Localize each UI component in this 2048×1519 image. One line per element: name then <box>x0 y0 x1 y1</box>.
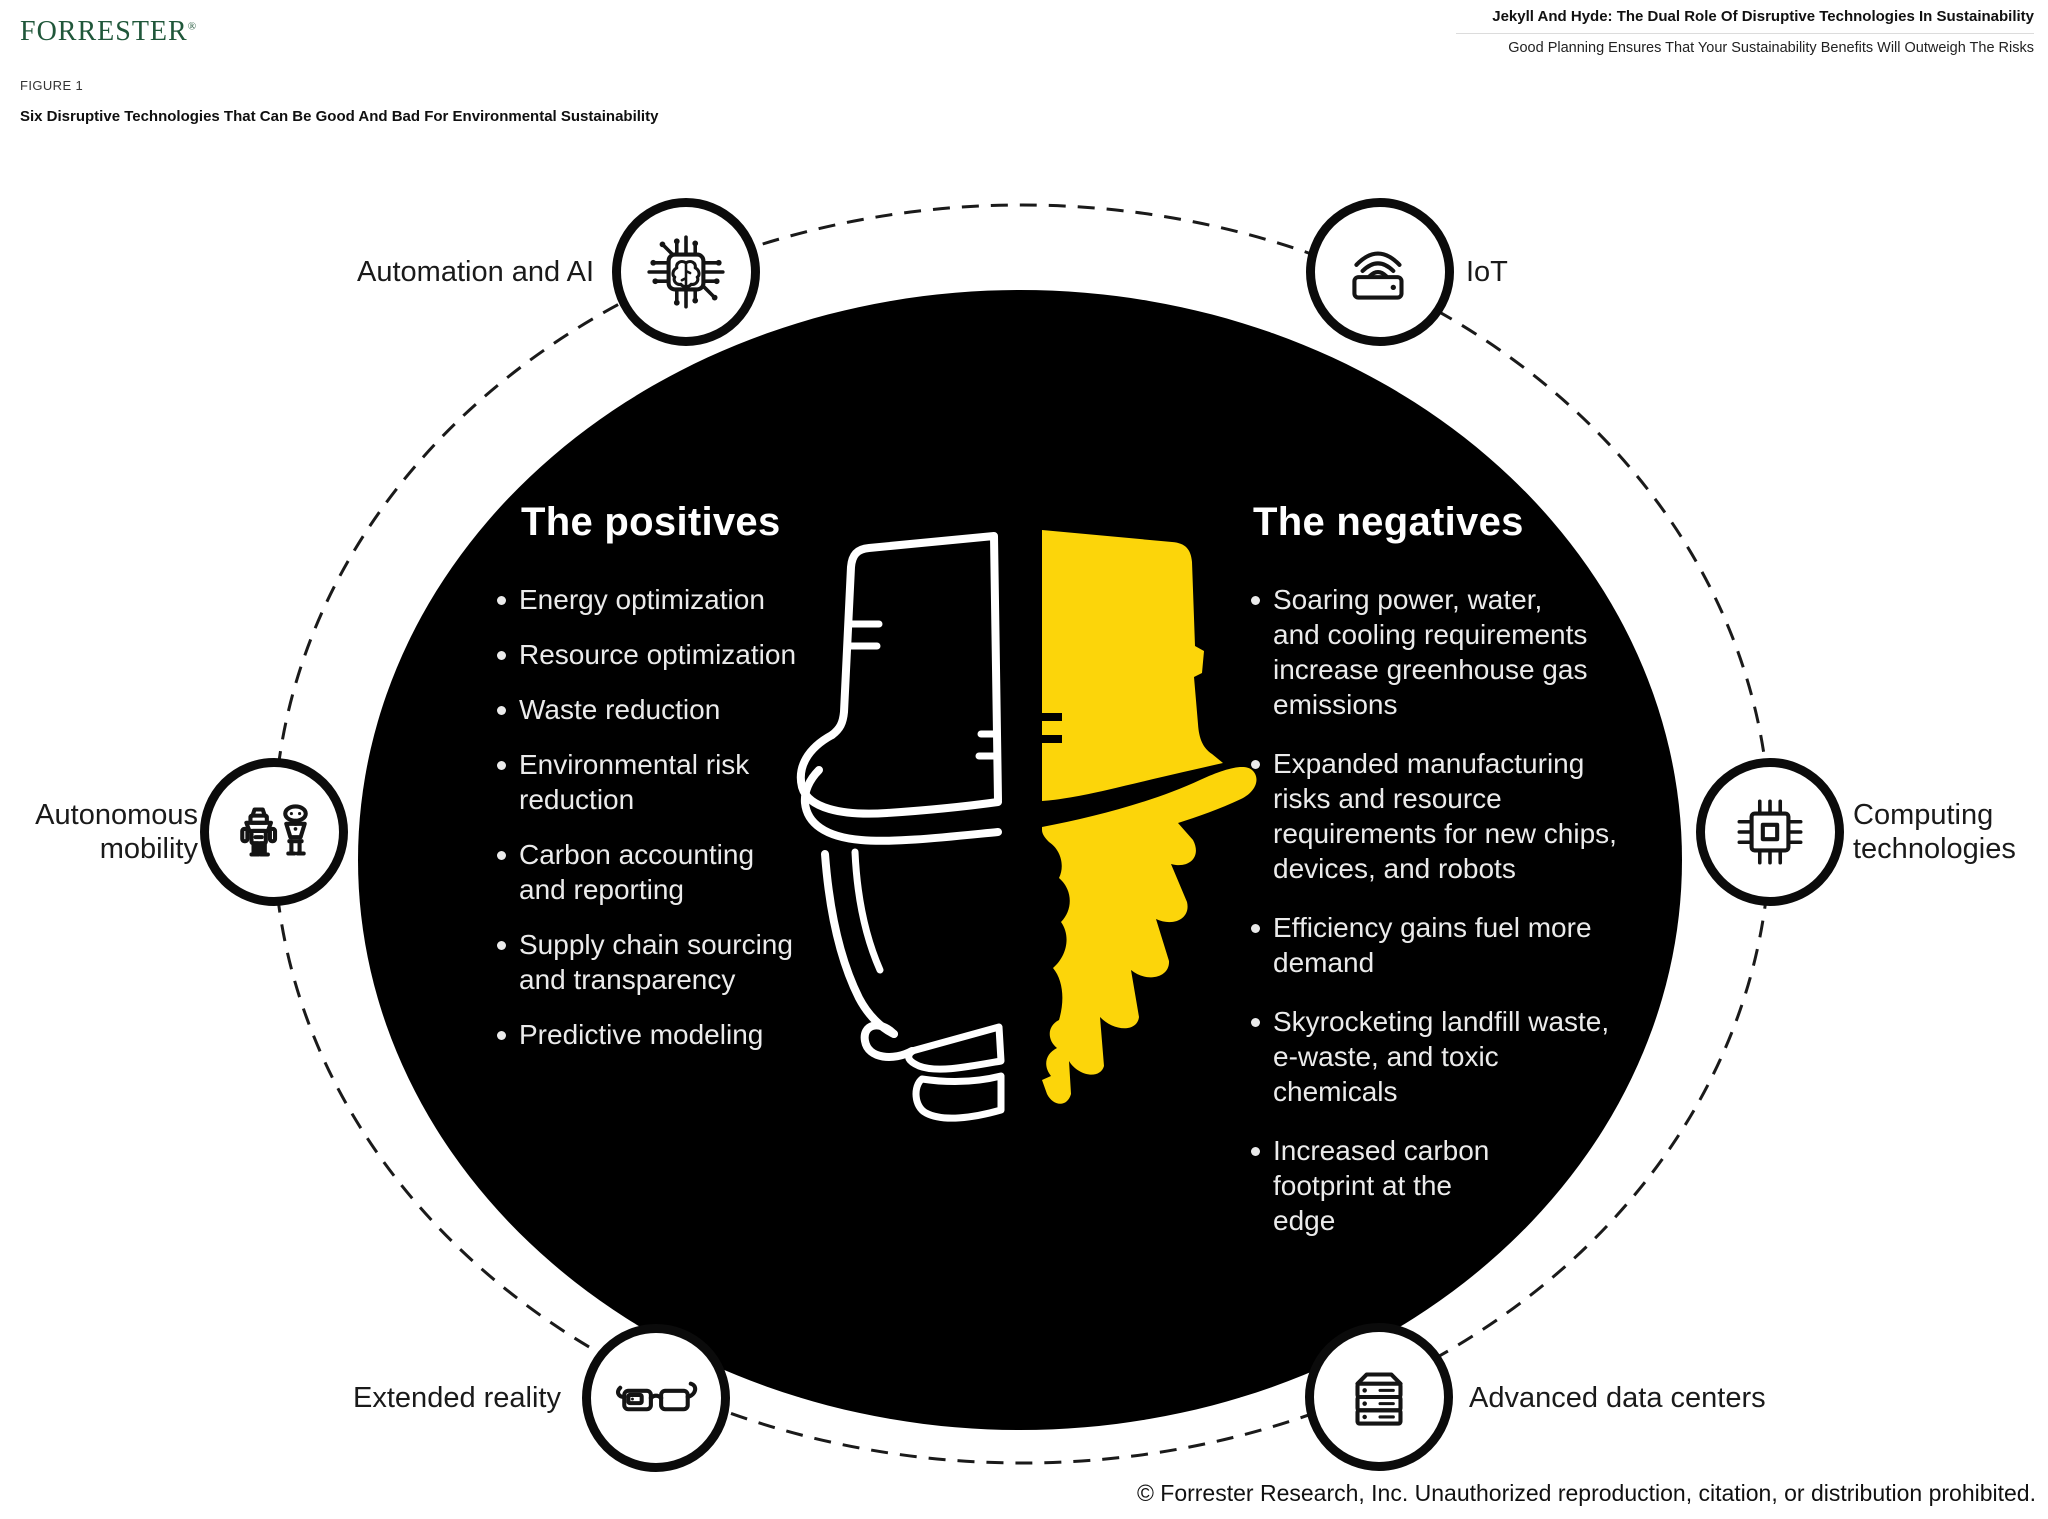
list-item: Carbon accounting and reporting <box>497 837 837 907</box>
tech-node-advanced-data-centers <box>1305 1323 1453 1471</box>
bullet-dot <box>497 1031 506 1040</box>
tech-label-autonomous-mobility: Autonomous mobility <box>35 799 198 865</box>
bullet-dot <box>1251 760 1260 769</box>
iot-router-icon <box>1352 251 1404 300</box>
bullet-dot <box>497 651 506 660</box>
positives-list: Energy optimization Resource optimizatio… <box>497 582 837 1072</box>
list-item: Skyrocketing landfill waste, e-waste, an… <box>1251 1004 1651 1109</box>
header-divider <box>1456 33 2034 34</box>
bullet-dot <box>497 706 506 715</box>
list-item: Efficiency gains fuel more demand <box>1251 910 1651 980</box>
list-item: Soaring power, water, and cooling requir… <box>1251 582 1651 722</box>
server-rack-icon <box>1355 1372 1403 1426</box>
tech-node-automation-ai <box>612 198 760 346</box>
positives-heading: The positives <box>521 500 781 544</box>
bullet-dot <box>1251 596 1260 605</box>
tech-node-autonomous-mobility <box>200 758 348 906</box>
hyde-face-silhouette <box>1042 530 1257 1104</box>
tech-label-automation-ai: Automation and AI <box>357 256 594 288</box>
tech-label-extended-reality: Extended reality <box>353 1382 561 1414</box>
list-item: Waste reduction <box>497 692 837 727</box>
tech-node-computing-technologies <box>1696 758 1844 906</box>
negatives-list: Soaring power, water, and cooling requir… <box>1251 582 1651 1262</box>
bullet-dot <box>497 941 506 950</box>
bullet-dot <box>497 851 506 860</box>
list-item: Expanded manufacturing risks and resourc… <box>1251 746 1651 886</box>
smart-glasses-icon <box>616 1381 698 1412</box>
hyde-face-cutout <box>1042 713 1070 1080</box>
negatives-heading: The negatives <box>1253 500 1524 544</box>
forrester-logo-text: Forrester <box>20 16 188 47</box>
cpu-chip-icon <box>1737 799 1803 865</box>
report-subtitle: Good Planning Ensures That Your Sustaina… <box>1508 40 2034 56</box>
report-title: Jekyll And Hyde: The Dual Role Of Disrup… <box>1492 8 2034 25</box>
list-item: Resource optimization <box>497 637 837 672</box>
tech-node-extended-reality <box>582 1324 730 1472</box>
bullet-dot <box>1251 924 1260 933</box>
bullet-dot <box>1251 1147 1260 1156</box>
forrester-logo: Forrester® <box>20 16 197 48</box>
jekyll-face-outline <box>796 532 1005 1122</box>
list-item: Supply chain sourcing and transparency <box>497 927 837 997</box>
jekyll-hyde-illustration <box>796 530 1257 1122</box>
list-item: Increased carbon footprint at the edge <box>1251 1133 1651 1238</box>
tech-label-advanced-data-centers: Advanced data centers <box>1469 1382 1766 1414</box>
figure-title: Six Disruptive Technologies That Can Be … <box>20 108 659 125</box>
bullet-dot <box>1251 1018 1260 1027</box>
tech-label-computing-technologies: Computing technologies <box>1853 799 2016 865</box>
figure-label: FIGURE 1 <box>20 78 84 93</box>
bullet-dot <box>497 596 506 605</box>
tech-node-iot <box>1306 198 1454 346</box>
registered-mark: ® <box>187 20 198 33</box>
central-black-ellipse <box>358 290 1682 1430</box>
list-item: Environmental risk reduction <box>497 747 837 817</box>
ai-brain-chip-icon <box>647 235 725 309</box>
robots-icon <box>240 804 308 857</box>
copyright-notice: © Forrester Research, Inc. Unauthorized … <box>1136 1480 2036 1506</box>
list-item: Energy optimization <box>497 582 837 617</box>
bullet-dot <box>497 761 506 770</box>
list-item: Predictive modeling <box>497 1017 837 1052</box>
tech-label-iot: IoT <box>1466 256 1508 288</box>
